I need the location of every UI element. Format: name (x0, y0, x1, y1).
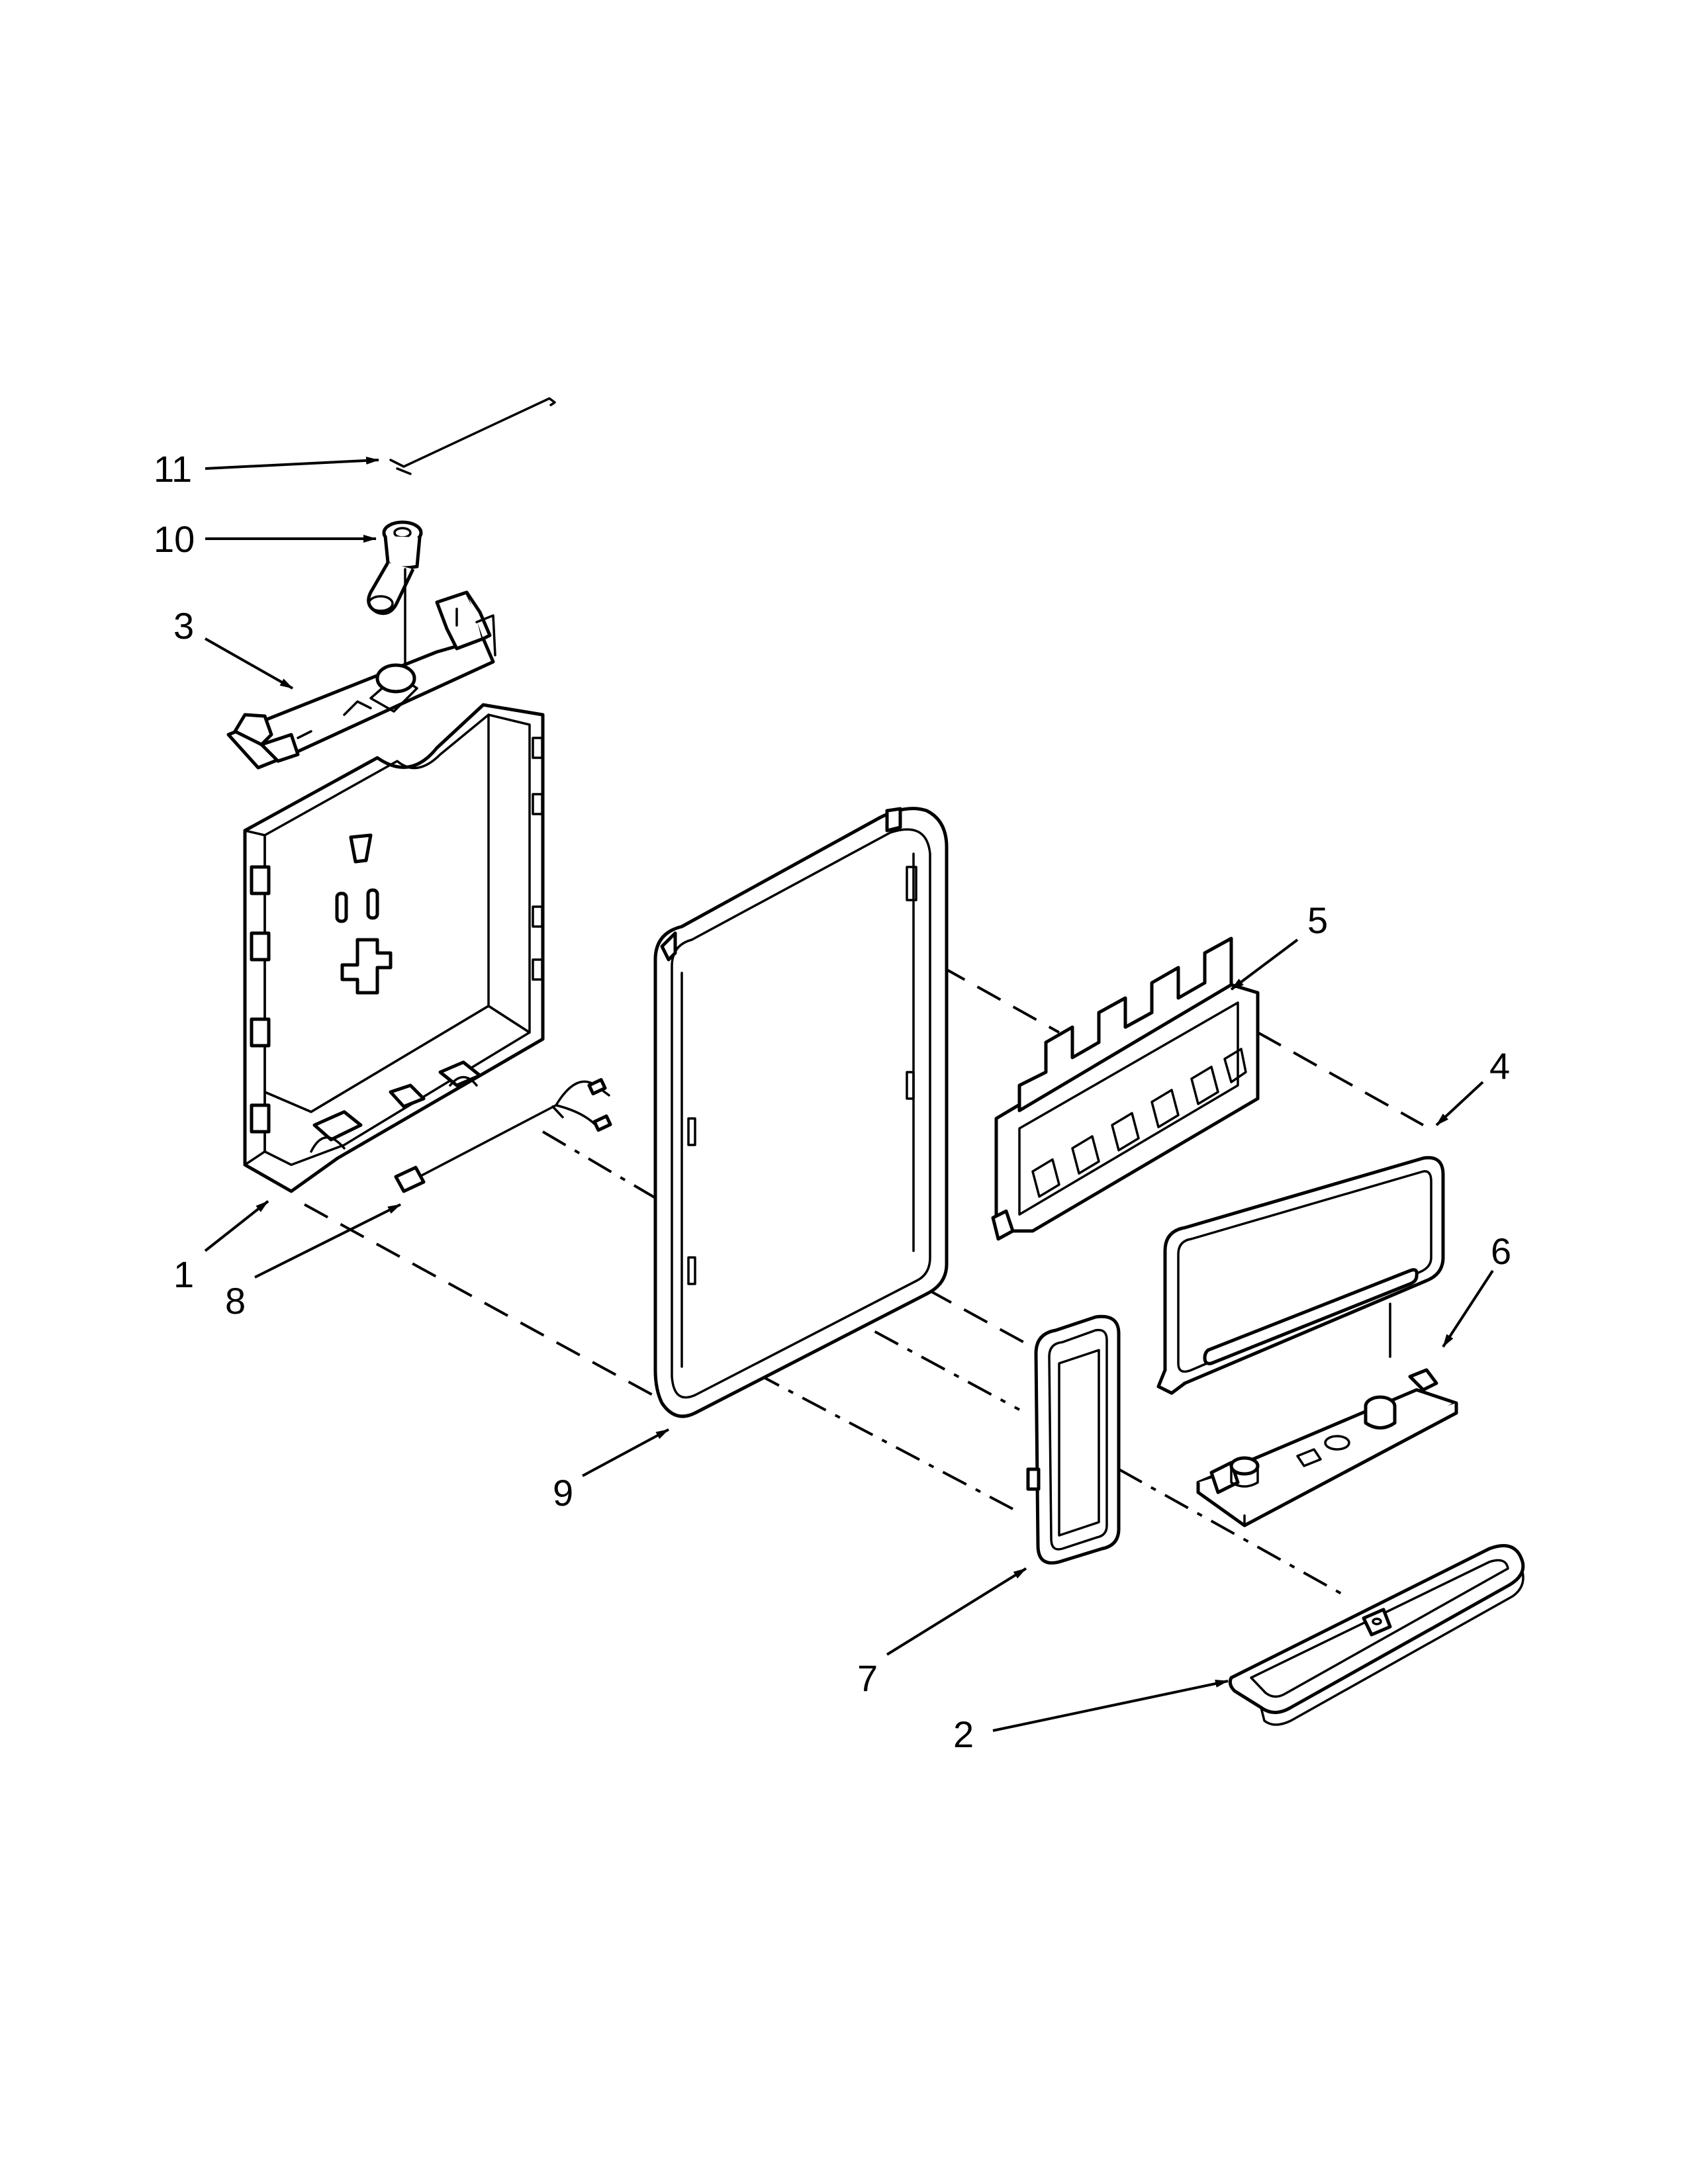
leader-9 (582, 1428, 669, 1477)
callout-4: 4 (1489, 1045, 1510, 1087)
guide-housing-to-frame-upper (541, 1130, 657, 1199)
part-6-lower-bracket (1196, 1368, 1458, 1527)
leader-1 (204, 1200, 269, 1252)
guide-part7-to-part2 (1118, 1468, 1344, 1596)
callout-5: 5 (1307, 899, 1328, 941)
part-10-elbow-fitting (367, 520, 423, 666)
part-7-paddle (1026, 1314, 1121, 1565)
part-3-top-bracket (226, 590, 496, 770)
part-8-wire-harness (394, 1077, 612, 1193)
leader-4 (1435, 1081, 1484, 1126)
leader-3 (205, 637, 293, 690)
leader-2 (992, 1680, 1229, 1732)
leader-11 (205, 456, 379, 470)
callout-7: 7 (857, 1657, 878, 1699)
callout-11: 11 (154, 448, 192, 490)
guide-part5-to-part4 (1257, 1031, 1424, 1126)
leader-6 (1442, 1269, 1494, 1348)
callout-10: 10 (154, 518, 195, 560)
callout-labels: 11 10 3 1 8 9 5 4 6 7 2 (154, 448, 1511, 1755)
leader-5 (1230, 938, 1299, 991)
callout-2: 2 (953, 1713, 974, 1755)
callout-3: 3 (173, 605, 194, 647)
part-11-wire-rod (389, 397, 556, 475)
leader-lines (204, 456, 1494, 1732)
part-2-drip-tray (1228, 1544, 1525, 1726)
part-1-dispenser-housing (243, 703, 545, 1193)
callout-8: 8 (225, 1280, 246, 1322)
part-9-door-frame (653, 807, 949, 1418)
guide-housing-to-frame-lower (304, 1203, 656, 1398)
leader-7 (886, 1567, 1027, 1656)
part-4-front-cover (1156, 1156, 1445, 1395)
callout-6: 6 (1491, 1230, 1511, 1272)
callout-1: 1 (173, 1253, 194, 1295)
callout-9: 9 (553, 1472, 573, 1514)
part-5-control-board (991, 936, 1260, 1241)
leader-8 (254, 1203, 401, 1279)
